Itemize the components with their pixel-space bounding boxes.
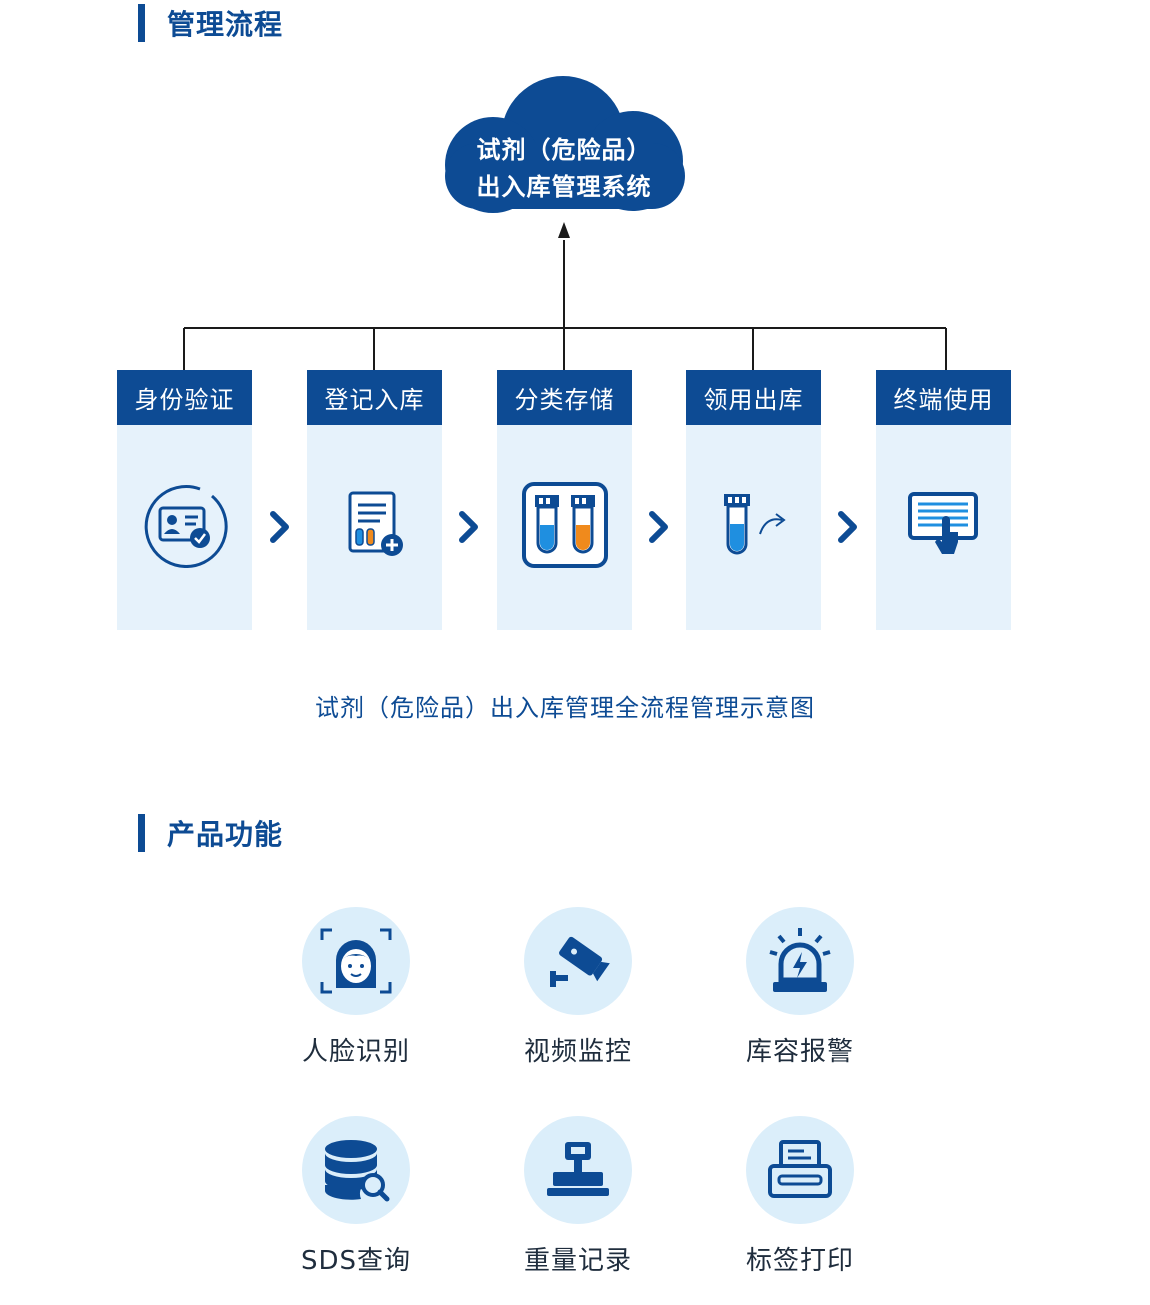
touch-terminal-icon xyxy=(876,480,1011,570)
chevron-right-icon xyxy=(649,511,668,543)
cloud-line-1: 试剂（危险品） xyxy=(476,136,652,164)
chevron-right-icon xyxy=(270,511,289,543)
step-registration: 登记入库 xyxy=(307,370,442,630)
system-cloud xyxy=(445,76,685,213)
title-accent-bar xyxy=(138,814,145,852)
step-label: 领用出库 xyxy=(686,370,821,425)
step-outbound-collection: 领用出库 xyxy=(686,370,821,630)
process-title-text: 管理流程 xyxy=(167,8,284,41)
feature-face-recognition: 人脸识别 xyxy=(276,907,436,1068)
step-label: 身份验证 xyxy=(117,370,252,425)
feature-label: 人脸识别 xyxy=(301,1037,410,1067)
feature-label: 视频监控 xyxy=(523,1037,632,1067)
test-tube-outbound-icon xyxy=(686,480,821,570)
features-section-title: 产品功能 xyxy=(138,812,283,854)
test-tube-storage-icon xyxy=(497,480,632,570)
weighing-scale-icon xyxy=(524,1116,632,1224)
face-recognition-icon xyxy=(302,907,410,1015)
features-title-text: 产品功能 xyxy=(167,818,284,851)
title-accent-bar xyxy=(138,4,145,42)
step-identity-verification: 身份验证 xyxy=(117,370,252,630)
step-label: 分类存储 xyxy=(497,370,632,425)
feature-label: SDS查询 xyxy=(300,1246,412,1276)
alarm-light-icon xyxy=(746,907,854,1015)
diagram-caption: 试剂（危险品）出入库管理全流程管理示意图 xyxy=(315,694,815,722)
step-terminal-use: 终端使用 xyxy=(876,370,1011,630)
feature-weight-record: 重量记录 xyxy=(498,1116,658,1277)
step-label: 登记入库 xyxy=(307,370,442,425)
step-classified-storage: 分类存储 xyxy=(497,370,632,630)
registration-form-icon xyxy=(307,480,442,570)
feature-video-surveillance: 视频监控 xyxy=(498,907,658,1068)
cctv-camera-icon xyxy=(524,907,632,1015)
process-section-title: 管理流程 xyxy=(138,2,283,44)
id-card-check-icon xyxy=(117,480,252,570)
feature-label: 重量记录 xyxy=(523,1246,632,1276)
cloud-line-2: 出入库管理系统 xyxy=(476,173,652,201)
feature-label-printing: 标签打印 xyxy=(720,1116,880,1277)
feature-sds-query: SDS查询 xyxy=(276,1116,436,1277)
label-printer-icon xyxy=(746,1116,854,1224)
feature-label: 标签打印 xyxy=(745,1246,854,1276)
chevron-right-icon xyxy=(459,511,478,543)
step-label: 终端使用 xyxy=(876,370,1011,425)
feature-label: 库容报警 xyxy=(745,1037,854,1067)
arrow-up-icon xyxy=(558,222,570,238)
database-search-icon xyxy=(302,1116,410,1224)
feature-capacity-alarm: 库容报警 xyxy=(720,907,880,1068)
chevron-right-icon xyxy=(838,511,857,543)
flow-connectors xyxy=(183,222,947,372)
